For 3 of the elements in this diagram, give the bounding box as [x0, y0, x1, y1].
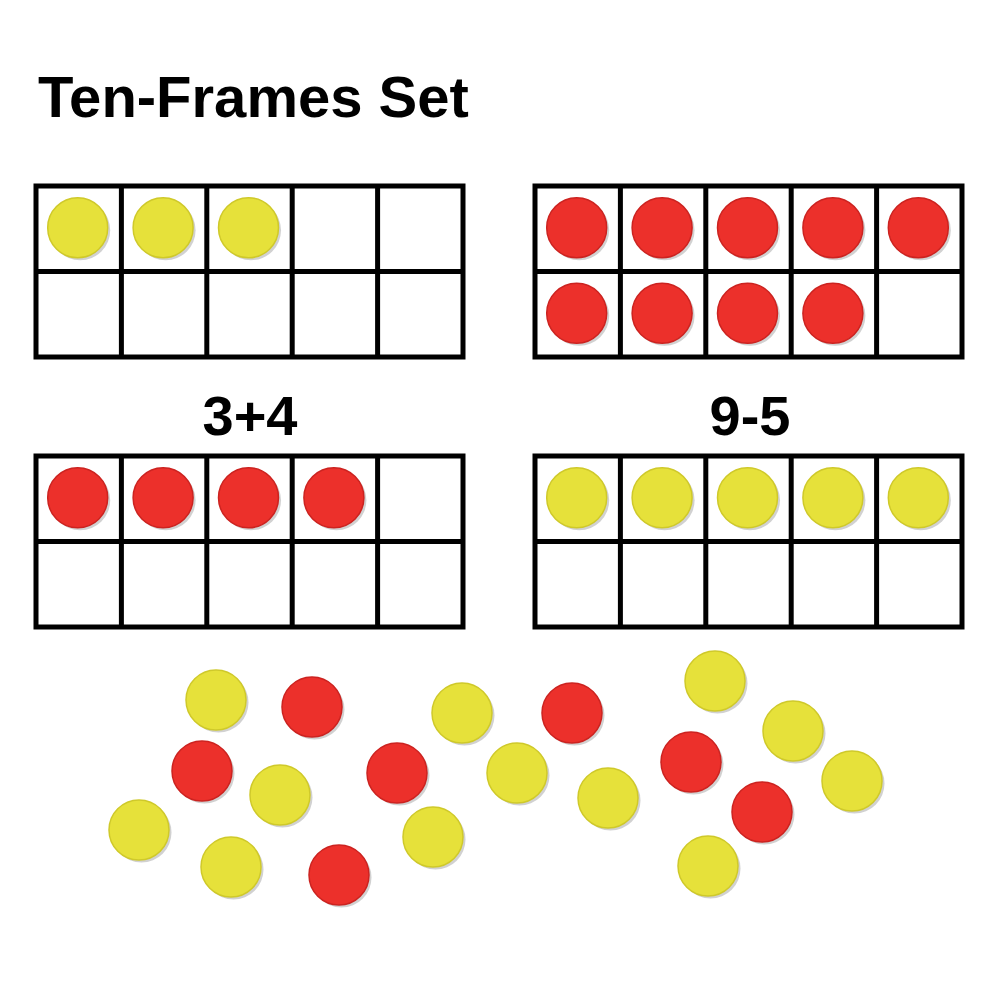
expression-label: 9-5 [709, 388, 791, 444]
title: Ten-Frames Set [38, 68, 469, 126]
expression-label: 3+4 [202, 388, 298, 444]
